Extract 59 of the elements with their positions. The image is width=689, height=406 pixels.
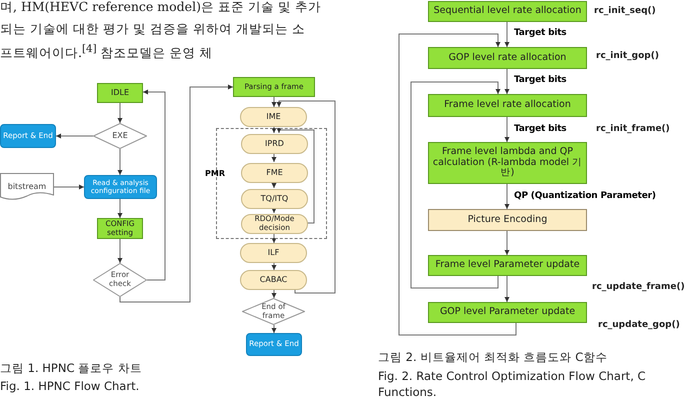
body-text-line: 되는 기술에 대한 평가 및 검증을 위하여 개발되는 소 <box>0 21 305 38</box>
arrow <box>504 116 510 142</box>
arrow <box>272 152 276 162</box>
edge-label: Target bits <box>513 75 568 85</box>
arrow <box>118 238 122 264</box>
process-pill: CABAC <box>240 270 307 290</box>
arrow <box>504 184 510 210</box>
process-box: GOP level Parameter update <box>428 302 587 323</box>
body-text-line: 프트웨어이다.$^{[4]}$ 참조모델은 운영 체 <box>0 43 213 62</box>
arrow <box>272 96 276 108</box>
arrow <box>504 22 510 48</box>
process-pill: IPRD <box>241 134 308 154</box>
function-name: rc_init_frame() <box>596 124 670 134</box>
arrow <box>272 324 276 334</box>
arrow <box>272 208 276 214</box>
process-box: GOP level rate allocation <box>428 47 587 69</box>
arrow <box>504 276 510 302</box>
arrow <box>276 128 314 224</box>
body-text-line: 며, HM(HEVC reference model)은 표준 기술 및 추가 <box>0 0 321 16</box>
arrow <box>272 232 276 244</box>
process-pill: TQ/ITQ <box>241 189 308 209</box>
arrow <box>276 100 336 294</box>
function-name: rc_update_gop() <box>598 320 680 330</box>
arrow <box>398 34 516 336</box>
arrow <box>504 68 510 94</box>
figure-caption: Fig. 1. HPNC Flow Chart. <box>0 379 140 393</box>
process-pill: ILF <box>240 243 307 263</box>
arrow <box>410 82 500 288</box>
arrow <box>120 84 234 302</box>
process-box: Sequential level rate allocation <box>428 1 587 22</box>
figure-caption: Fig. 2. Rate Control Optimization Flow Chart, C Functions. <box>378 368 647 400</box>
function-name: rc_update_frame() <box>592 282 685 292</box>
arrow <box>118 148 122 176</box>
process-box: Frame level Parameter update <box>428 255 587 276</box>
arrow <box>272 262 276 270</box>
figure-caption: 그림 1. HPNC 플로우 차트 <box>0 361 142 376</box>
process-pill: FME <box>241 163 308 183</box>
function-name: rc_init_gop() <box>596 51 659 61</box>
arrow <box>56 134 94 138</box>
arrow <box>272 182 276 188</box>
arrow <box>118 198 122 218</box>
figure-caption: 그림 2. 비트율제어 최적화 흐름도와 C함수 <box>378 350 608 365</box>
group-label: PMR <box>205 169 225 178</box>
process-box: Frame level lambda and QP calculation (R-lambda model 기반) <box>428 142 587 184</box>
arrow <box>504 230 510 256</box>
arrow <box>272 290 276 298</box>
process-box: IDLE <box>97 83 143 103</box>
document-shape: bitstream <box>0 173 54 200</box>
edge-label: QP (Quantization Parameter) <box>513 191 657 201</box>
arrow <box>142 90 166 280</box>
process-pill: IME <box>240 107 307 127</box>
decision-diamond: EXE <box>93 123 147 149</box>
process-box: Picture Encoding <box>428 209 587 231</box>
edge-label: Target bits <box>513 124 568 134</box>
arrow <box>272 126 276 134</box>
arrow <box>54 184 84 190</box>
process-box: Frame level rate allocation <box>428 94 587 117</box>
arrow <box>118 102 122 124</box>
edge-label: Target bits <box>513 28 568 38</box>
